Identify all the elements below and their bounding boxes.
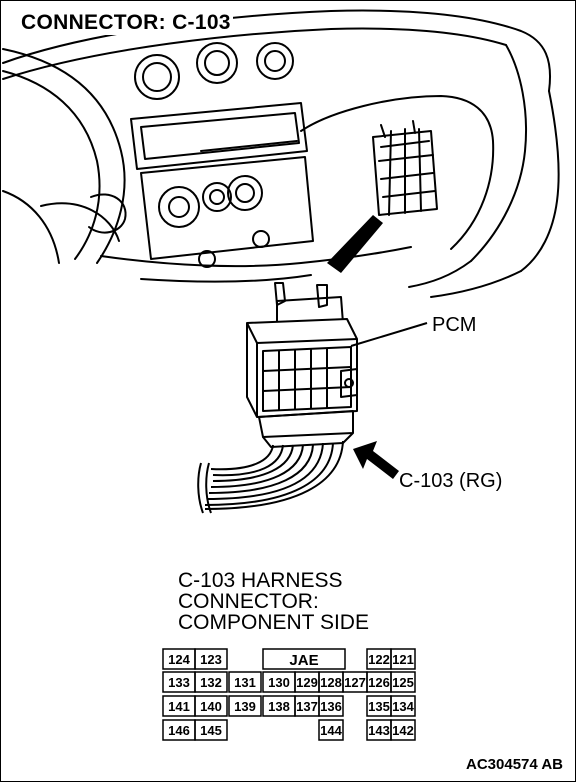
- pin-numbers: 124 123 JAE 122 121 133 132 131 130 129 …: [168, 652, 414, 738]
- pin-124: 124: [168, 652, 190, 667]
- pin-146: 146: [168, 723, 190, 738]
- connector-label: C-103 (RG): [399, 470, 502, 492]
- pin-139: 139: [234, 699, 256, 714]
- pointer-arrow: [327, 215, 383, 273]
- pin-123: 123: [200, 652, 222, 667]
- pcm-connector-illustration: [197, 282, 358, 514]
- pin-132: 132: [200, 675, 222, 690]
- pin-131: 131: [234, 675, 256, 690]
- pin-135: 135: [368, 699, 390, 714]
- pcm-label: PCM: [432, 314, 476, 336]
- caption-line-2: CONNECTOR:: [178, 590, 319, 613]
- reference-code: AC304574 AB: [466, 756, 563, 773]
- pin-134: 134: [392, 699, 414, 714]
- dashboard-illustration: [2, 9, 560, 298]
- pin-130: 130: [268, 675, 290, 690]
- pin-133: 133: [168, 675, 190, 690]
- connector-arrow: [353, 441, 399, 479]
- pin-138: 138: [268, 699, 290, 714]
- pin-128: 128: [320, 675, 342, 690]
- pin-144: 144: [320, 723, 342, 738]
- pin-121: 121: [392, 652, 414, 667]
- pin-140: 140: [200, 699, 222, 714]
- pin-127: 127: [344, 675, 366, 690]
- harness-caption: C-103 HARNESS CONNECTOR: COMPONENT SIDE: [178, 569, 369, 634]
- pin-145: 145: [200, 723, 222, 738]
- pin-125: 125: [392, 675, 414, 690]
- pin-grid: [162, 648, 416, 741]
- pin-137: 137: [296, 699, 318, 714]
- page-title: CONNECTOR: C-103: [19, 11, 233, 35]
- pin-129: 129: [296, 675, 318, 690]
- pin-143: 143: [368, 723, 390, 738]
- caption-line-3: COMPONENT SIDE: [178, 611, 369, 634]
- caption-line-1: C-103 HARNESS: [178, 569, 343, 592]
- pcm-leader-line: [350, 322, 428, 347]
- pin-122: 122: [368, 652, 390, 667]
- connector-brand: JAE: [289, 652, 318, 669]
- pin-136: 136: [320, 699, 342, 714]
- pin-141: 141: [168, 699, 190, 714]
- pin-126: 126: [368, 675, 390, 690]
- pin-142: 142: [392, 723, 414, 738]
